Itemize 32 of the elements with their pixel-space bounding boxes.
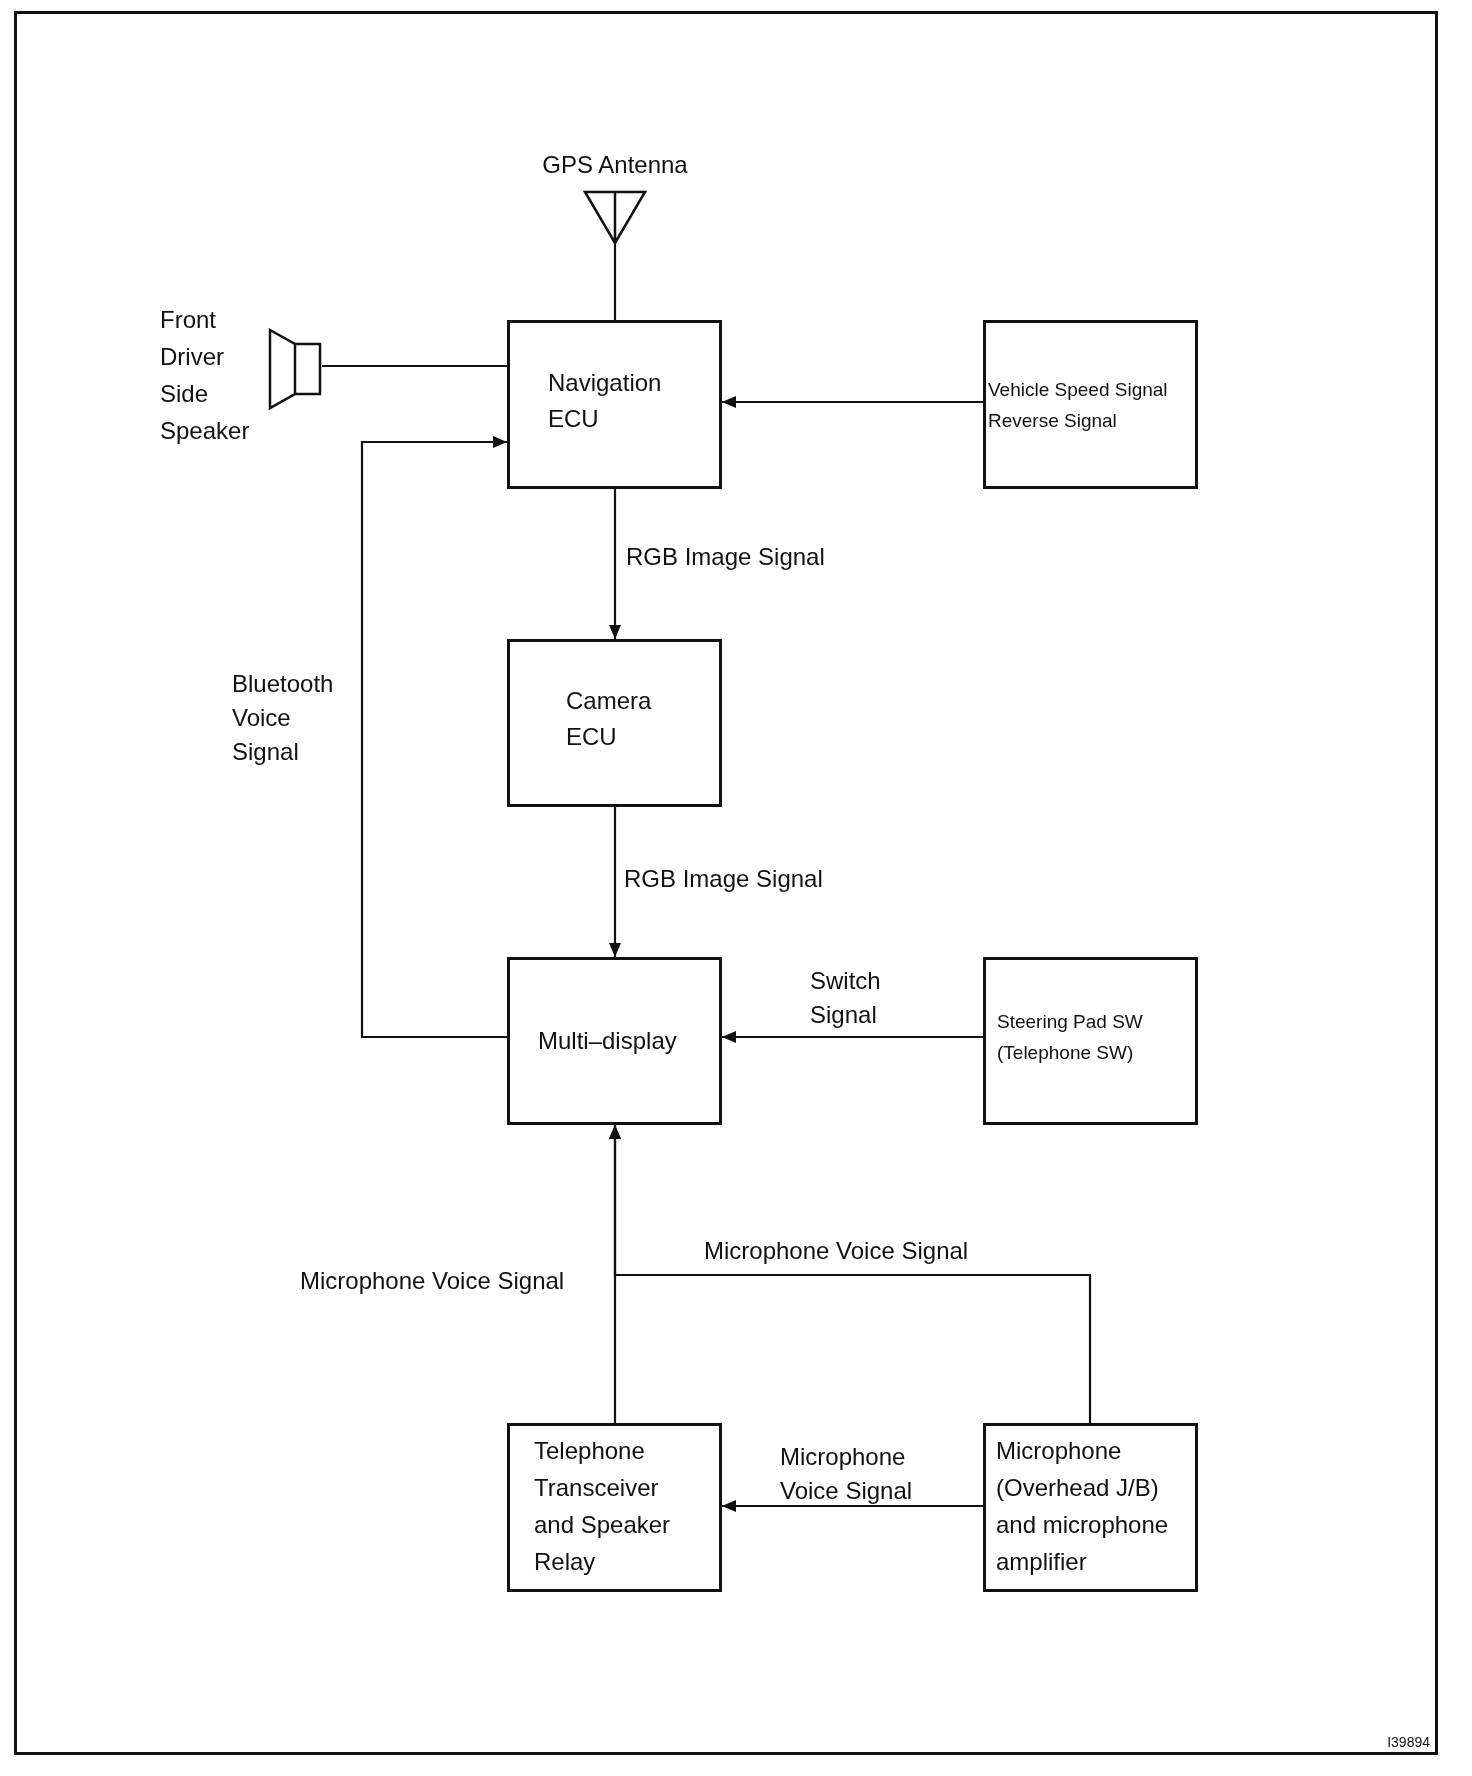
node-label: Multi–display — [538, 1026, 678, 1056]
node-label: Steering Pad SW (Telephone SW) — [997, 1010, 1144, 1065]
edge-label: Microphone Voice Signal — [780, 1442, 914, 1506]
block-box — [983, 320, 1198, 489]
node-label: Camera ECU — [566, 686, 653, 752]
arrow — [609, 807, 621, 957]
node-label: Vehicle Speed Signal — [988, 377, 1169, 402]
edge-label: Microphone Voice Signal — [300, 1266, 565, 1296]
arrow — [722, 1031, 983, 1043]
arrow — [722, 396, 983, 408]
node-label: GPS Antenna — [541, 150, 689, 180]
arrow — [360, 436, 507, 1039]
edge-label: Microphone Voice Signal — [704, 1236, 969, 1266]
block-box — [507, 957, 722, 1125]
node-label: Reverse Signal — [988, 408, 1118, 433]
edge-label: RGB Image Signal — [626, 542, 825, 572]
block-box — [983, 957, 1198, 1125]
edge-label: RGB Image Signal — [624, 864, 823, 894]
node-label: Microphone (Overhead J/B) and microphone amplifier — [996, 1435, 1170, 1577]
node-label: Front Driver Side Speaker — [160, 305, 251, 446]
node-label: Navigation ECU — [548, 367, 663, 434]
block-box — [507, 639, 722, 807]
block-box — [507, 320, 722, 489]
block-box — [507, 1423, 722, 1592]
edge-label: Switch Signal — [810, 966, 882, 1030]
node-label: Telephone Transceiver and Speaker Relay — [534, 1435, 672, 1577]
arrow — [609, 489, 621, 639]
edge-label: Bluetooth Voice Signal — [232, 669, 335, 767]
arrow — [722, 1500, 983, 1512]
arrow — [609, 1125, 1092, 1423]
block-box — [983, 1423, 1198, 1592]
figure-code: I39894 — [1387, 1734, 1430, 1750]
